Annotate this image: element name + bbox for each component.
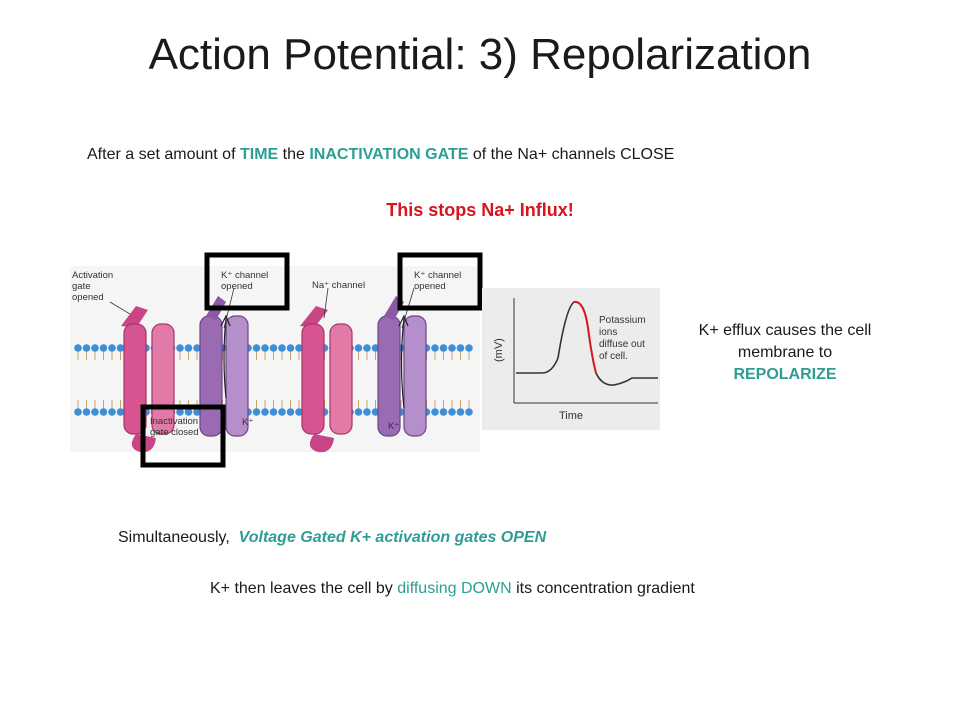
lipid-head xyxy=(439,344,448,352)
lipid-head xyxy=(252,344,261,352)
lipid-head xyxy=(99,344,108,352)
lipid-head xyxy=(82,408,91,416)
k-ion-label-2: K⁺ xyxy=(388,421,399,432)
lipid-head xyxy=(108,344,116,352)
lipid-head xyxy=(176,408,184,416)
lipid-head xyxy=(456,344,465,352)
lipid-head xyxy=(431,344,439,352)
lipid-head xyxy=(295,408,303,416)
lipid-head xyxy=(439,408,448,416)
na-channel-2 xyxy=(300,306,353,453)
activation-gate-1 xyxy=(121,306,148,328)
leaves-text-2: its concentration gradient xyxy=(511,580,695,597)
lipid-head xyxy=(261,408,269,416)
lipid-head xyxy=(448,408,456,416)
lipid-head xyxy=(91,408,99,416)
leaves-text-1: K+ then leaves the cell by xyxy=(210,580,398,597)
membrane-channel-figure: Activation gate opened K⁺ channel opened… xyxy=(70,252,483,468)
highlight-box-k-channel-2 xyxy=(397,252,483,311)
highlight-box-k-channel-1 xyxy=(204,252,290,311)
lipid-head xyxy=(448,344,456,352)
lipid-head xyxy=(193,408,201,416)
lipid-head xyxy=(116,408,125,416)
lipid-head xyxy=(74,408,82,416)
lipid-head xyxy=(363,408,371,416)
lipid-head xyxy=(354,408,363,416)
side-note: K+ efflux causes the cell membrane to RE… xyxy=(660,320,910,386)
simultaneously-line: Simultaneously, Voltage Gated K+ activat… xyxy=(118,529,546,547)
page-title: Action Potential: 3) Repolarization xyxy=(148,30,812,79)
lipid-head xyxy=(354,344,363,352)
simultaneously-text: Simultaneously, xyxy=(118,529,239,546)
voltage-gated-keyword: Voltage Gated K+ activation gates OPEN xyxy=(238,529,547,546)
lipid-head xyxy=(184,408,193,416)
intro-text-1: After a set amount of xyxy=(87,146,240,163)
lipid-head xyxy=(431,408,439,416)
k-channel-opened-label-2: K⁺ channel opened xyxy=(414,270,464,292)
lipid-head xyxy=(465,408,473,416)
intro-text-2: the xyxy=(278,146,310,163)
lipid-head xyxy=(269,344,278,352)
stops-influx-text: This stops Na+ Influx! xyxy=(386,200,574,220)
lipid-head xyxy=(99,408,108,416)
graph-annotation: Potassium ions diffuse out of cell. xyxy=(599,315,648,362)
action-potential-graph: (mV) Time Potassium ions diffuse out of … xyxy=(482,288,660,430)
k-ion-label-1: K⁺ xyxy=(242,417,253,428)
lipid-head xyxy=(193,344,201,352)
lipid-head xyxy=(74,344,82,352)
lipid-head xyxy=(286,344,295,352)
lipid-head xyxy=(269,408,278,416)
lipid-head xyxy=(91,344,99,352)
lipid-head xyxy=(116,344,125,352)
time-keyword: TIME xyxy=(239,146,279,163)
repolarization-curve xyxy=(573,300,597,374)
lipid-head xyxy=(108,408,116,416)
diffusing-down-keyword: diffusing DOWN xyxy=(397,580,512,597)
repolarize-keyword: REPOLARIZE xyxy=(733,366,837,383)
k-channel-2 xyxy=(377,296,427,437)
lipid-head xyxy=(278,408,286,416)
highlight-box-inactivation-gate xyxy=(140,404,226,468)
graph-x-label: Time xyxy=(559,410,583,422)
inactivation-gate-keyword: INACTIVATION GATE xyxy=(309,146,469,163)
side-note-line-2: membrane to xyxy=(737,344,833,361)
lipid-head xyxy=(456,408,465,416)
hyperpolarization-curve xyxy=(595,372,658,386)
side-note-line-1: K+ efflux causes the cell xyxy=(698,322,872,339)
inactivation-gate-label: Inactivation gate closed xyxy=(150,416,201,438)
k-ion-path-arrow-1 xyxy=(223,317,227,399)
na-channel-label: Na⁺ channel xyxy=(312,280,365,291)
activation-gate-label: Activation gate opened xyxy=(72,270,116,303)
k-channel-opened-label-1: K⁺ channel opened xyxy=(221,270,271,292)
k-ion-path-arrow-2 xyxy=(400,317,405,409)
lipid-head xyxy=(286,408,295,416)
intro-text-3: of the Na+ channels CLOSE xyxy=(468,146,675,163)
lipid-head xyxy=(252,408,261,416)
lipid-head xyxy=(295,344,303,352)
lipid-head xyxy=(261,344,269,352)
lipid-head xyxy=(278,344,286,352)
intro-line: After a set amount of TIME the INACTIVAT… xyxy=(87,146,674,164)
lipid-head xyxy=(184,344,193,352)
lipid-head xyxy=(176,344,184,352)
lipid-head xyxy=(82,344,91,352)
leaves-line: K+ then leaves the cell by diffusing DOW… xyxy=(210,580,695,598)
lipid-head xyxy=(363,344,371,352)
depolarization-curve xyxy=(516,301,575,374)
graph-background xyxy=(482,288,660,430)
lipid-head xyxy=(465,344,473,352)
graph-y-label: (mV) xyxy=(493,338,505,362)
